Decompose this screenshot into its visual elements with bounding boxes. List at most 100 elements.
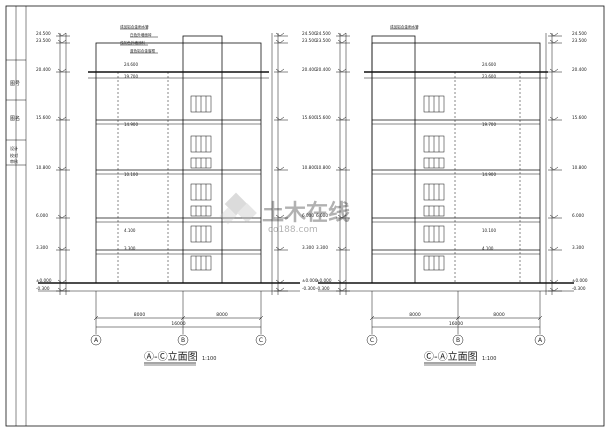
level-triangle bbox=[275, 166, 285, 171]
level-triangle bbox=[337, 166, 347, 171]
level-triangle bbox=[57, 39, 67, 44]
sheet-border bbox=[5, 5, 605, 427]
level-label: 6.000 bbox=[302, 213, 314, 218]
level-triangle bbox=[549, 279, 559, 284]
axis-bubble bbox=[452, 334, 464, 346]
level-triangle bbox=[337, 279, 347, 284]
level-label: 15.600 bbox=[572, 115, 587, 120]
level-triangle bbox=[275, 68, 285, 73]
level-triangle bbox=[275, 246, 285, 251]
level-triangle bbox=[549, 116, 559, 121]
level-label: 10.800 bbox=[36, 165, 51, 170]
level-label: 20.400 bbox=[316, 67, 331, 72]
watermark-logo-icon bbox=[219, 192, 257, 225]
level-label: 6.000 bbox=[572, 213, 584, 218]
level-triangle bbox=[57, 287, 67, 292]
material-note: 成品铝合金雨水管 bbox=[390, 24, 419, 29]
title-block-mark: 设计 bbox=[10, 145, 18, 151]
bay-dimension: 8000 bbox=[493, 312, 505, 318]
level-label: -0.300 bbox=[316, 286, 330, 291]
axis-bubble bbox=[90, 334, 102, 346]
level-label: 6.000 bbox=[36, 213, 48, 218]
title-block-mark: 图号 bbox=[10, 81, 20, 87]
level-label: 23.500 bbox=[36, 38, 51, 43]
dim-tick bbox=[455, 315, 461, 321]
level-label: 10.800 bbox=[572, 165, 587, 170]
inner-level-label: 10.100 bbox=[482, 228, 496, 233]
level-label: 3.300 bbox=[572, 245, 584, 250]
material-note: 成品铝合金雨水管 bbox=[120, 24, 149, 29]
level-label: 15.600 bbox=[36, 115, 51, 120]
level-triangle bbox=[549, 68, 559, 73]
inner-level-label: 4.100 bbox=[482, 246, 494, 251]
level-triangle bbox=[337, 32, 347, 37]
level-label: 20.400 bbox=[572, 67, 587, 72]
level-label: ±0.000 bbox=[316, 278, 332, 283]
total-dimension: 16000 bbox=[171, 321, 185, 327]
level-triangle bbox=[57, 246, 67, 251]
level-label: 15.600 bbox=[316, 115, 331, 120]
level-triangle bbox=[275, 279, 285, 284]
title-block-mark: 审核 bbox=[10, 158, 18, 164]
axis-bubble bbox=[534, 334, 546, 346]
level-label: 24.500 bbox=[572, 31, 587, 36]
level-triangle bbox=[57, 279, 67, 284]
material-note: 蓝色铝合金窗框 bbox=[130, 48, 156, 53]
level-triangle bbox=[57, 214, 67, 219]
inner-level-label: 24.600 bbox=[482, 62, 496, 67]
level-triangle bbox=[337, 68, 347, 73]
inner-level-label: 19.700 bbox=[482, 122, 496, 127]
level-triangle bbox=[337, 287, 347, 292]
level-triangle bbox=[337, 246, 347, 251]
axis-bubble bbox=[177, 334, 189, 346]
right-elevation: 24.500 23.500 20.400 15.600 10.800 6.000 3.300… bbox=[316, 24, 588, 366]
inner-level-label: 14.900 bbox=[124, 122, 138, 127]
axis-label: A bbox=[538, 337, 543, 344]
axis-bubble bbox=[255, 334, 267, 346]
level-triangle bbox=[275, 287, 285, 292]
title-block: 图号 图名 设计 校对 审核 bbox=[6, 6, 27, 426]
dim-tick bbox=[180, 315, 186, 321]
level-triangle bbox=[57, 32, 67, 37]
bay-dimension: 8000 bbox=[134, 312, 146, 318]
dim-tick bbox=[258, 315, 264, 321]
dim-tick bbox=[369, 315, 375, 321]
title-block-mark: 校对 bbox=[10, 152, 18, 158]
level-label: ±0.000 bbox=[302, 278, 318, 283]
inner-level-label: 3.300 bbox=[124, 246, 136, 251]
building-outline bbox=[95, 42, 262, 284]
level-label: 10.800 bbox=[302, 165, 317, 170]
level-triangle bbox=[549, 214, 559, 219]
axis-label: B bbox=[456, 337, 460, 344]
level-label: 23.500 bbox=[572, 38, 587, 43]
building-outline bbox=[371, 42, 541, 284]
level-label: 3.300 bbox=[316, 245, 328, 250]
inner-level-label: 23.600 bbox=[482, 74, 496, 79]
level-label: -0.300 bbox=[36, 286, 50, 291]
level-label: 6.000 bbox=[316, 213, 328, 218]
axis-label: A bbox=[94, 337, 99, 344]
level-label: 3.300 bbox=[36, 245, 48, 250]
level-triangle bbox=[275, 32, 285, 37]
dim-tick bbox=[93, 315, 99, 321]
material-note: 浅灰色外墙涂料 bbox=[120, 40, 146, 45]
level-label: 20.400 bbox=[36, 67, 51, 72]
level-label: 20.400 bbox=[302, 67, 317, 72]
elevation-title: Ⓐ-Ⓒ立面图 bbox=[144, 350, 198, 363]
level-triangle bbox=[549, 287, 559, 292]
watermark-site: co188.com bbox=[268, 225, 318, 235]
level-label: 15.600 bbox=[302, 115, 317, 120]
left-elevation: 24.50023.50020.40015.60010.8006.0003.300… bbox=[36, 24, 318, 366]
level-label: 3.300 bbox=[302, 245, 314, 250]
level-label: 23.500 bbox=[316, 38, 331, 43]
axis-label: C bbox=[370, 337, 374, 344]
dim-tick bbox=[537, 315, 543, 321]
level-triangle bbox=[549, 166, 559, 171]
inner-level-label: 24.600 bbox=[124, 62, 138, 67]
level-label: -0.300 bbox=[572, 286, 586, 291]
elevation-scale: 1:100 bbox=[482, 356, 496, 362]
inner-level-label: 10.100 bbox=[124, 172, 138, 177]
level-label: 10.800 bbox=[316, 165, 331, 170]
